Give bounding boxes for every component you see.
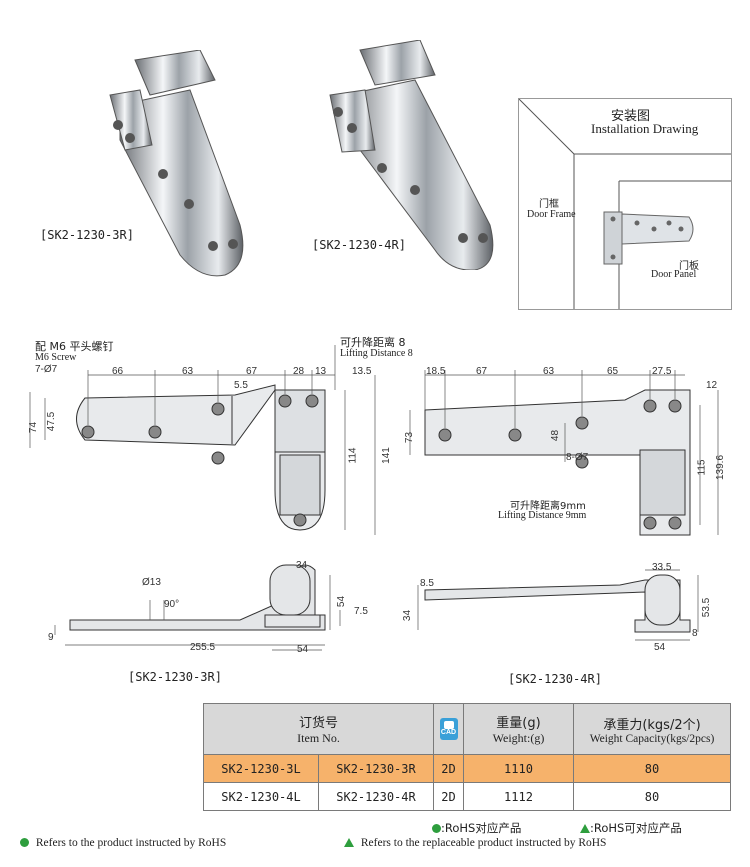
dim-3r-63: 63 (182, 366, 194, 377)
product-label-3r: [SK2-1230-3R] (40, 228, 134, 242)
legend-rohs-cn-text: :RoHS对应产品 (441, 821, 522, 835)
table-row: SK2-1230-4L SK2-1230-4R 2D 1112 80 (203, 782, 731, 811)
drawing-label-4r: [SK2-1230-4R] (508, 672, 602, 686)
side-4r-33-5: 33.5 (652, 562, 672, 573)
header-item-cn: 订货号 (298, 716, 338, 731)
side-3r-angle: 90° (164, 599, 180, 610)
header-capacity-en: Weight Capacity(kgs/2pcs) (589, 732, 715, 745)
dim-3r-66: 66 (112, 366, 124, 377)
order-table: 订货号 Item No. CAD 重量(g) Weight:(g) 承重力(kg… (203, 703, 731, 811)
side-3r-hole: Ø13 (142, 577, 161, 588)
side-4r-34: 34 (402, 609, 414, 622)
header-cad: CAD (433, 703, 464, 755)
lift-note-3r-cn: 可升降距离 8 (340, 336, 406, 349)
side-4r-53-5: 53.5 (701, 597, 713, 618)
dim-4r-65: 65 (607, 366, 619, 377)
side-3r-255-5: 255.5 (190, 642, 216, 653)
capacity-value: 80 (573, 782, 731, 811)
table-header-row: 订货号 Item No. CAD 重量(g) Weight:(g) 承重力(kg… (203, 703, 731, 755)
header-weight-cn: 重量(g) (496, 716, 541, 731)
drawing-4r-side-view (417, 569, 699, 641)
holes-note-4r: 8-Ø7 (566, 452, 589, 463)
side-3r-9: 9 (48, 632, 54, 643)
product-label-4r: [SK2-1230-4R] (312, 238, 406, 252)
header-capacity: 承重力(kgs/2个) Weight Capacity(kgs/2pcs) (573, 703, 731, 755)
dim-3r-13-5: 13.5 (352, 366, 372, 377)
door-frame-cn: 门框 (539, 199, 559, 210)
rohs-dot-icon (20, 838, 29, 847)
item-right: SK2-1230-3R (318, 754, 434, 783)
cad-link[interactable]: 2D (433, 782, 464, 811)
weight-value: 1110 (463, 754, 574, 783)
installation-drawing-box: 安装图 Installation Drawing 门框 Door Frame 门… (518, 98, 732, 310)
product-photo-3r (109, 50, 244, 277)
door-panel-en: Door Panel (651, 269, 697, 280)
weight-value: 1112 (463, 782, 574, 811)
side-3r-7-5: 7.5 (354, 606, 368, 617)
screw-note-en: M6 Screw (35, 352, 77, 363)
cad-icon[interactable]: CAD (439, 718, 458, 740)
legend-rohs-cn: :RoHS对应产品 (432, 820, 521, 836)
side-3r-54w: 54 (297, 644, 309, 655)
dim-4r-27-5: 27.5 (652, 366, 672, 377)
legend-rohs-en-text: Refers to the product instructed by RoHS (35, 837, 227, 849)
lift-note-4r-en: Lifting Distance 9mm (498, 510, 587, 521)
door-frame-en: Door Frame (527, 209, 576, 220)
dim-4r-73: 73 (404, 431, 416, 444)
install-title-cn: 安装图 (611, 109, 651, 124)
legend-rohs-alt-cn: :RoHS可对应产品 (580, 820, 682, 836)
legend-rohs-alt-en-text: Refers to the replaceable product instru… (360, 837, 607, 849)
rohs-triangle-icon (580, 824, 590, 833)
side-3r-34: 34 (296, 560, 308, 571)
dim-3r-28: 28 (293, 366, 305, 377)
dim-4r-18-5: 18.5 (426, 366, 446, 377)
header-weight: 重量(g) Weight:(g) (463, 703, 574, 755)
install-title-en: Installation Drawing (591, 121, 699, 136)
item-right: SK2-1230-4R (318, 782, 434, 811)
rohs-dot-icon (432, 824, 441, 833)
screw-note-cn: 配 M6 平头螺钉 (35, 340, 114, 353)
dim-4r-115: 115 (696, 459, 708, 476)
product-photo-4r (329, 40, 494, 270)
installation-sketch (519, 99, 731, 309)
legend-rohs-alt-cn-text: :RoHS可对应产品 (590, 821, 682, 835)
side-4r-8: 8 (692, 628, 698, 639)
drawing-label-3r: [SK2-1230-3R] (128, 670, 222, 684)
header-weight-en: Weight:(g) (492, 731, 545, 745)
lift-note-4r-cn: 可升降距离9mm (510, 501, 586, 512)
drawing-3r-top-view (29, 345, 376, 535)
holes-note-3r: 7-Ø7 (35, 364, 58, 375)
legend-rohs-alt-en: Refers to the replaceable product instru… (344, 837, 606, 849)
side-3r-54h: 54 (336, 595, 348, 608)
dim-4r-12: 12 (706, 380, 718, 391)
dim-4r-139-6: 139.6 (715, 454, 727, 481)
item-left: SK2-1230-3L (203, 754, 319, 783)
dim-3r-47-5: 47.5 (46, 411, 58, 432)
legend-rohs-en: Refers to the product instructed by RoHS (20, 837, 226, 849)
side-4r-54: 54 (654, 642, 666, 653)
side-4r-8-5: 8.5 (420, 578, 434, 589)
dim-4r-48: 48 (550, 429, 562, 442)
dim-3r-141: 141 (380, 447, 392, 464)
item-left: SK2-1230-4L (203, 782, 319, 811)
cad-link[interactable]: 2D (433, 754, 464, 783)
dim-4r-67: 67 (476, 366, 488, 377)
drawing-3r-side-view (54, 564, 341, 651)
dim-3r-67: 67 (246, 366, 258, 377)
dim-3r-114: 114 (347, 447, 359, 464)
door-panel-cn: 门板 (679, 261, 699, 272)
drawing-4r-top-view (409, 370, 719, 536)
header-item-en: Item No. (297, 731, 340, 745)
table-row: SK2-1230-3L SK2-1230-3R 2D 1110 80 (203, 754, 731, 783)
dim-3r-74: 74 (28, 421, 40, 434)
dim-3r-5-5: 5.5 (234, 380, 248, 391)
dim-3r-13: 13 (315, 366, 327, 377)
lift-note-3r-en: Lifting Distance 8 (340, 348, 413, 359)
rohs-triangle-icon (344, 838, 354, 847)
dim-4r-63: 63 (543, 366, 555, 377)
header-item-no: 订货号 Item No. (203, 703, 434, 755)
capacity-value: 80 (573, 754, 731, 783)
header-capacity-cn: 承重力(kgs/2个) (603, 717, 701, 733)
